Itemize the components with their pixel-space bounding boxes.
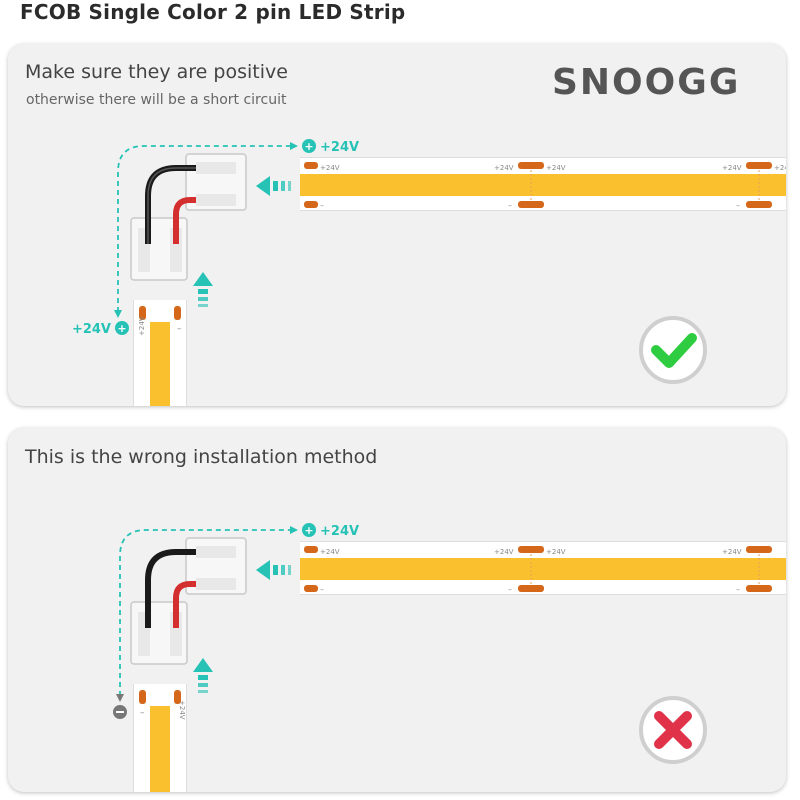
polarity-label-top: +24V xyxy=(320,524,359,539)
brand-logo: SNOOGG xyxy=(552,62,741,103)
strip-label-negative: – xyxy=(736,201,740,210)
panel-title: Make sure they are positive xyxy=(25,61,288,83)
strip-label-positive: +24V xyxy=(546,548,566,556)
strip-label-positive: +24V xyxy=(494,548,514,556)
polarity-label-top: +24V xyxy=(320,140,359,155)
vertical-strip-label: +24V xyxy=(138,316,146,336)
page-title: FCOB Single Color 2 pin LED Strip xyxy=(20,0,406,24)
strip-label-positive: +24V xyxy=(320,548,340,556)
vertical-led-strip-reversed xyxy=(133,684,187,792)
horizontal-led-strip xyxy=(300,157,786,211)
push-arrow-up-icon xyxy=(193,658,213,693)
polarity-dashed-line xyxy=(117,145,290,312)
push-arrow-left-icon xyxy=(256,560,291,580)
strip-label-positive: +24V xyxy=(494,164,514,172)
correct-installation-panel: Make sure they are positive otherwise th… xyxy=(8,44,786,406)
polarity-dashed-line xyxy=(119,529,290,696)
strip-label-negative: – xyxy=(320,585,324,594)
wrong-installation-panel: This is the wrong installation method +2… xyxy=(8,428,786,792)
push-arrow-up-icon xyxy=(193,272,213,307)
strip-label-positive: +24V xyxy=(320,164,340,172)
l-shape-connector xyxy=(130,153,247,281)
strip-label-positive: +24V xyxy=(546,164,566,172)
correct-wiring-diagram: +24V +24V +24V +24V +24V – – – +24V – xyxy=(72,139,786,406)
strip-label-negative: – xyxy=(508,585,512,594)
strip-label-negative: – xyxy=(320,201,324,210)
horizontal-led-strip xyxy=(300,541,786,595)
panel-title: This is the wrong installation method xyxy=(25,446,378,468)
strip-label-positive: +24V xyxy=(722,164,742,172)
strip-label-negative: – xyxy=(736,585,740,594)
vertical-led-strip xyxy=(133,300,187,406)
panel-subtitle: otherwise there will be a short circuit xyxy=(26,92,287,108)
svg-text:+: + xyxy=(117,322,126,335)
strip-label-negative: – xyxy=(508,201,512,210)
cross-icon xyxy=(639,696,707,764)
strip-label-positive: +24V xyxy=(722,548,742,556)
push-arrow-left-icon xyxy=(256,176,291,196)
check-icon xyxy=(639,316,707,384)
l-shape-connector xyxy=(130,537,247,665)
vertical-strip-negative: – xyxy=(177,324,182,334)
vertical-strip-label: +24V xyxy=(178,700,186,720)
plus-icon xyxy=(302,139,316,153)
polarity-label-side: +24V xyxy=(72,322,111,337)
plus-icon xyxy=(115,321,129,335)
plus-icon xyxy=(302,523,316,537)
wrong-wiring-diagram: +24V +24V +24V +24V – – – +24V – xyxy=(113,523,786,792)
svg-text:+: + xyxy=(304,140,313,153)
strip-label-positive: +24V xyxy=(774,164,786,172)
vertical-strip-negative: – xyxy=(140,708,145,718)
svg-text:+: + xyxy=(304,524,313,537)
